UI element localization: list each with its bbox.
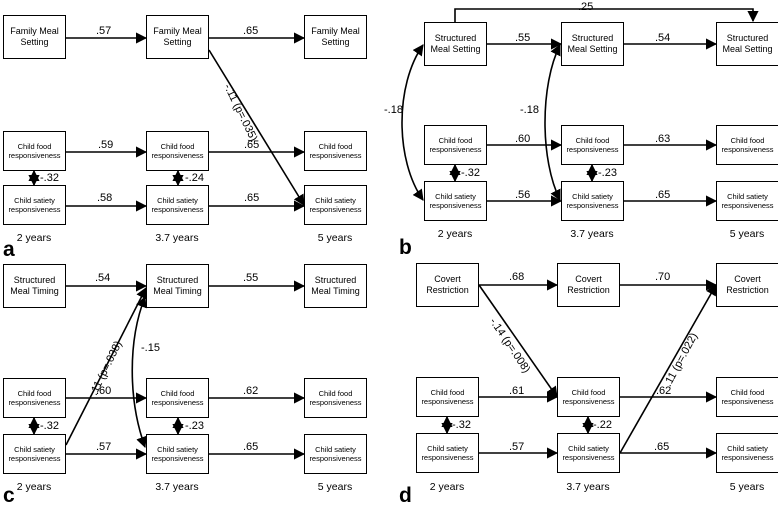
path-label: .59 — [98, 139, 114, 151]
correlation-label: -.23 — [598, 167, 617, 179]
node-family-meal-setting-t2: Family Meal Setting — [146, 15, 209, 59]
path-label: .62 — [243, 385, 259, 397]
timepoint-label: 2 years — [16, 481, 52, 493]
path-label: .63 — [655, 133, 671, 145]
node-satiety-responsiveness-t1: Child satiety responsiveness — [3, 434, 66, 474]
timepoint-label: 2 years — [437, 228, 473, 240]
node-food-responsiveness-t3: Child food responsiveness — [304, 378, 367, 418]
node-covert-restriction-t2: Covert Restriction — [557, 263, 620, 307]
timepoint-label: 5 years — [729, 481, 765, 493]
timepoint-label: 5 years — [317, 481, 353, 493]
path-label: .68 — [509, 271, 525, 283]
node-satiety-responsiveness-t1: Child satiety responsiveness — [3, 185, 66, 225]
node-food-responsiveness-t1: Child food responsiveness — [424, 125, 487, 165]
node-structured-meal-timing-t3: Structured Meal Timing — [304, 264, 367, 308]
timepoint-label: 5 years — [317, 232, 353, 244]
timepoint-label: 3.7 years — [155, 232, 199, 244]
path-label: .65 — [243, 25, 259, 37]
node-satiety-responsiveness-t2: Child satiety responsiveness — [557, 433, 620, 473]
node-structured-meal-setting-t2: Structured Meal Setting — [561, 22, 624, 66]
correlation-label: -.23 — [185, 420, 204, 432]
node-satiety-responsiveness-t3: Child satiety responsiveness — [716, 433, 778, 473]
node-satiety-responsiveness-t3: Child satiety responsiveness — [304, 434, 367, 474]
panel-letter-d: d — [399, 484, 412, 507]
path-label: .60 — [96, 385, 112, 397]
node-structured-meal-timing-t1: Structured Meal Timing — [3, 264, 66, 308]
node-food-responsiveness-t2: Child food responsiveness — [561, 125, 624, 165]
node-satiety-responsiveness-t3: Child satiety responsiveness — [716, 181, 778, 221]
node-family-meal-setting-t3: Family Meal Setting — [304, 15, 367, 59]
node-structured-meal-timing-t2: Structured Meal Timing — [146, 264, 209, 308]
node-covert-restriction-t3: Covert Restriction — [716, 263, 778, 307]
correlation-label: -.32 — [40, 420, 59, 432]
timepoint-label: 3.7 years — [155, 481, 199, 493]
path-label: .57 — [96, 441, 112, 453]
cross-lag-arrow — [478, 284, 558, 398]
timepoint-label: 5 years — [729, 228, 765, 240]
correlation-curve — [131, 295, 147, 449]
panel-letter-b: b — [399, 236, 412, 259]
cross-lag-arrow — [619, 284, 717, 454]
path-label: .25 — [578, 1, 594, 13]
path-label: .57 — [96, 25, 112, 37]
node-satiety-responsiveness-t2: Child satiety responsiveness — [561, 181, 624, 221]
path-label: .54 — [95, 272, 111, 284]
node-food-responsiveness-t1: Child food responsiveness — [416, 377, 479, 417]
cross-lag-arrow — [65, 287, 147, 446]
path-label: .70 — [655, 271, 671, 283]
correlation-label: -.24 — [185, 172, 204, 184]
node-food-responsiveness-t1: Child food responsiveness — [3, 378, 66, 418]
path-label: .61 — [509, 385, 525, 397]
path-arrow — [454, 8, 759, 23]
correlation-label: -.32 — [40, 172, 59, 184]
cross-lag-arrow — [208, 49, 305, 206]
node-satiety-responsiveness-t1: Child satiety responsiveness — [424, 181, 487, 221]
node-food-responsiveness-t2: Child food responsiveness — [557, 377, 620, 417]
path-label: .65 — [655, 189, 671, 201]
node-food-responsiveness-t3: Child food responsiveness — [304, 131, 367, 171]
path-label: .55 — [515, 32, 531, 44]
correlation-label: -.32 — [461, 167, 480, 179]
timepoint-label: 3.7 years — [566, 481, 610, 493]
node-food-responsiveness-t2: Child food responsiveness — [146, 378, 209, 418]
panel-letter-a: a — [3, 238, 15, 261]
path-label: .65 — [654, 441, 670, 453]
node-satiety-responsiveness-t3: Child satiety responsiveness — [304, 185, 367, 225]
correlation-label: -.32 — [452, 419, 471, 431]
correlation-curve — [401, 44, 424, 201]
path-label: .65 — [244, 192, 260, 204]
panel-letter-c: c — [3, 484, 15, 507]
path-label: .54 — [655, 32, 671, 44]
path-label: .56 — [515, 189, 531, 201]
timepoint-label: 2 years — [16, 232, 52, 244]
correlation-curve — [544, 43, 561, 202]
path-label: .57 — [509, 441, 525, 453]
timepoint-label: 3.7 years — [570, 228, 614, 240]
path-label: .65 — [244, 139, 260, 151]
node-satiety-responsiveness-t2: Child satiety responsiveness — [146, 434, 209, 474]
correlation-label: -.22 — [593, 419, 612, 431]
curve-label: -.18 — [384, 104, 403, 116]
path-label: .65 — [243, 441, 259, 453]
timepoint-label: 2 years — [429, 481, 465, 493]
node-food-responsiveness-t1: Child food responsiveness — [3, 131, 66, 171]
node-food-responsiveness-t3: Child food responsiveness — [716, 377, 778, 417]
node-structured-meal-setting-t1: Structured Meal Setting — [424, 22, 487, 66]
node-food-responsiveness-t2: Child food responsiveness — [146, 131, 209, 171]
node-family-meal-setting-t1: Family Meal Setting — [3, 15, 66, 59]
path-label: .55 — [243, 272, 259, 284]
path-label: .60 — [515, 133, 531, 145]
path-label: .58 — [97, 192, 113, 204]
path-label: .62 — [656, 385, 672, 397]
node-satiety-responsiveness-t1: Child satiety responsiveness — [416, 433, 479, 473]
node-structured-meal-setting-t3: Structured Meal Setting — [716, 22, 778, 66]
node-satiety-responsiveness-t2: Child satiety responsiveness — [146, 185, 209, 225]
curve-label: -.18 — [520, 104, 539, 116]
node-food-responsiveness-t3: Child food responsiveness — [716, 125, 778, 165]
curve-label: -.15 — [141, 342, 160, 354]
node-covert-restriction-t1: Covert Restriction — [416, 263, 479, 307]
